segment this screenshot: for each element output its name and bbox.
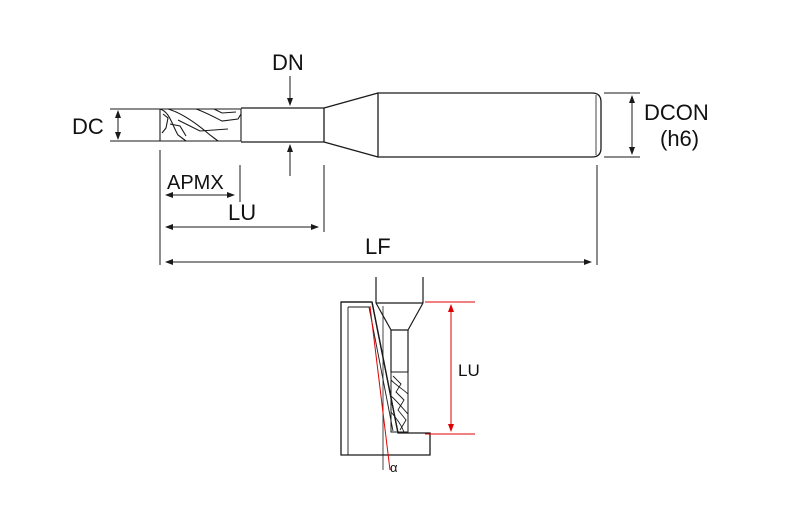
dcon-label: DCON <box>644 100 709 125</box>
alpha-label: α <box>390 460 398 475</box>
lu-label: LU <box>228 200 256 225</box>
apmx-label: APMX <box>167 172 224 194</box>
end-mill-side-view <box>159 92 602 158</box>
dc-dimension <box>110 108 162 142</box>
dc-label: DC <box>72 114 104 139</box>
tool-shank <box>377 92 602 158</box>
dn-label: DN <box>272 50 304 75</box>
tool-neck <box>241 107 324 143</box>
tilt-angle-lines <box>369 305 391 471</box>
end-mill-front-view <box>375 277 424 433</box>
lu-side-dimension <box>425 301 475 435</box>
lu-side-label: LU <box>458 361 480 380</box>
tool-taper <box>323 92 379 158</box>
lf-label: LF <box>365 234 391 259</box>
workpiece <box>340 301 431 456</box>
dcon-tolerance-label: (h6) <box>660 126 699 151</box>
tool-flutes <box>159 108 242 142</box>
dcon-dimension <box>604 92 640 158</box>
extension-lines <box>159 150 598 265</box>
